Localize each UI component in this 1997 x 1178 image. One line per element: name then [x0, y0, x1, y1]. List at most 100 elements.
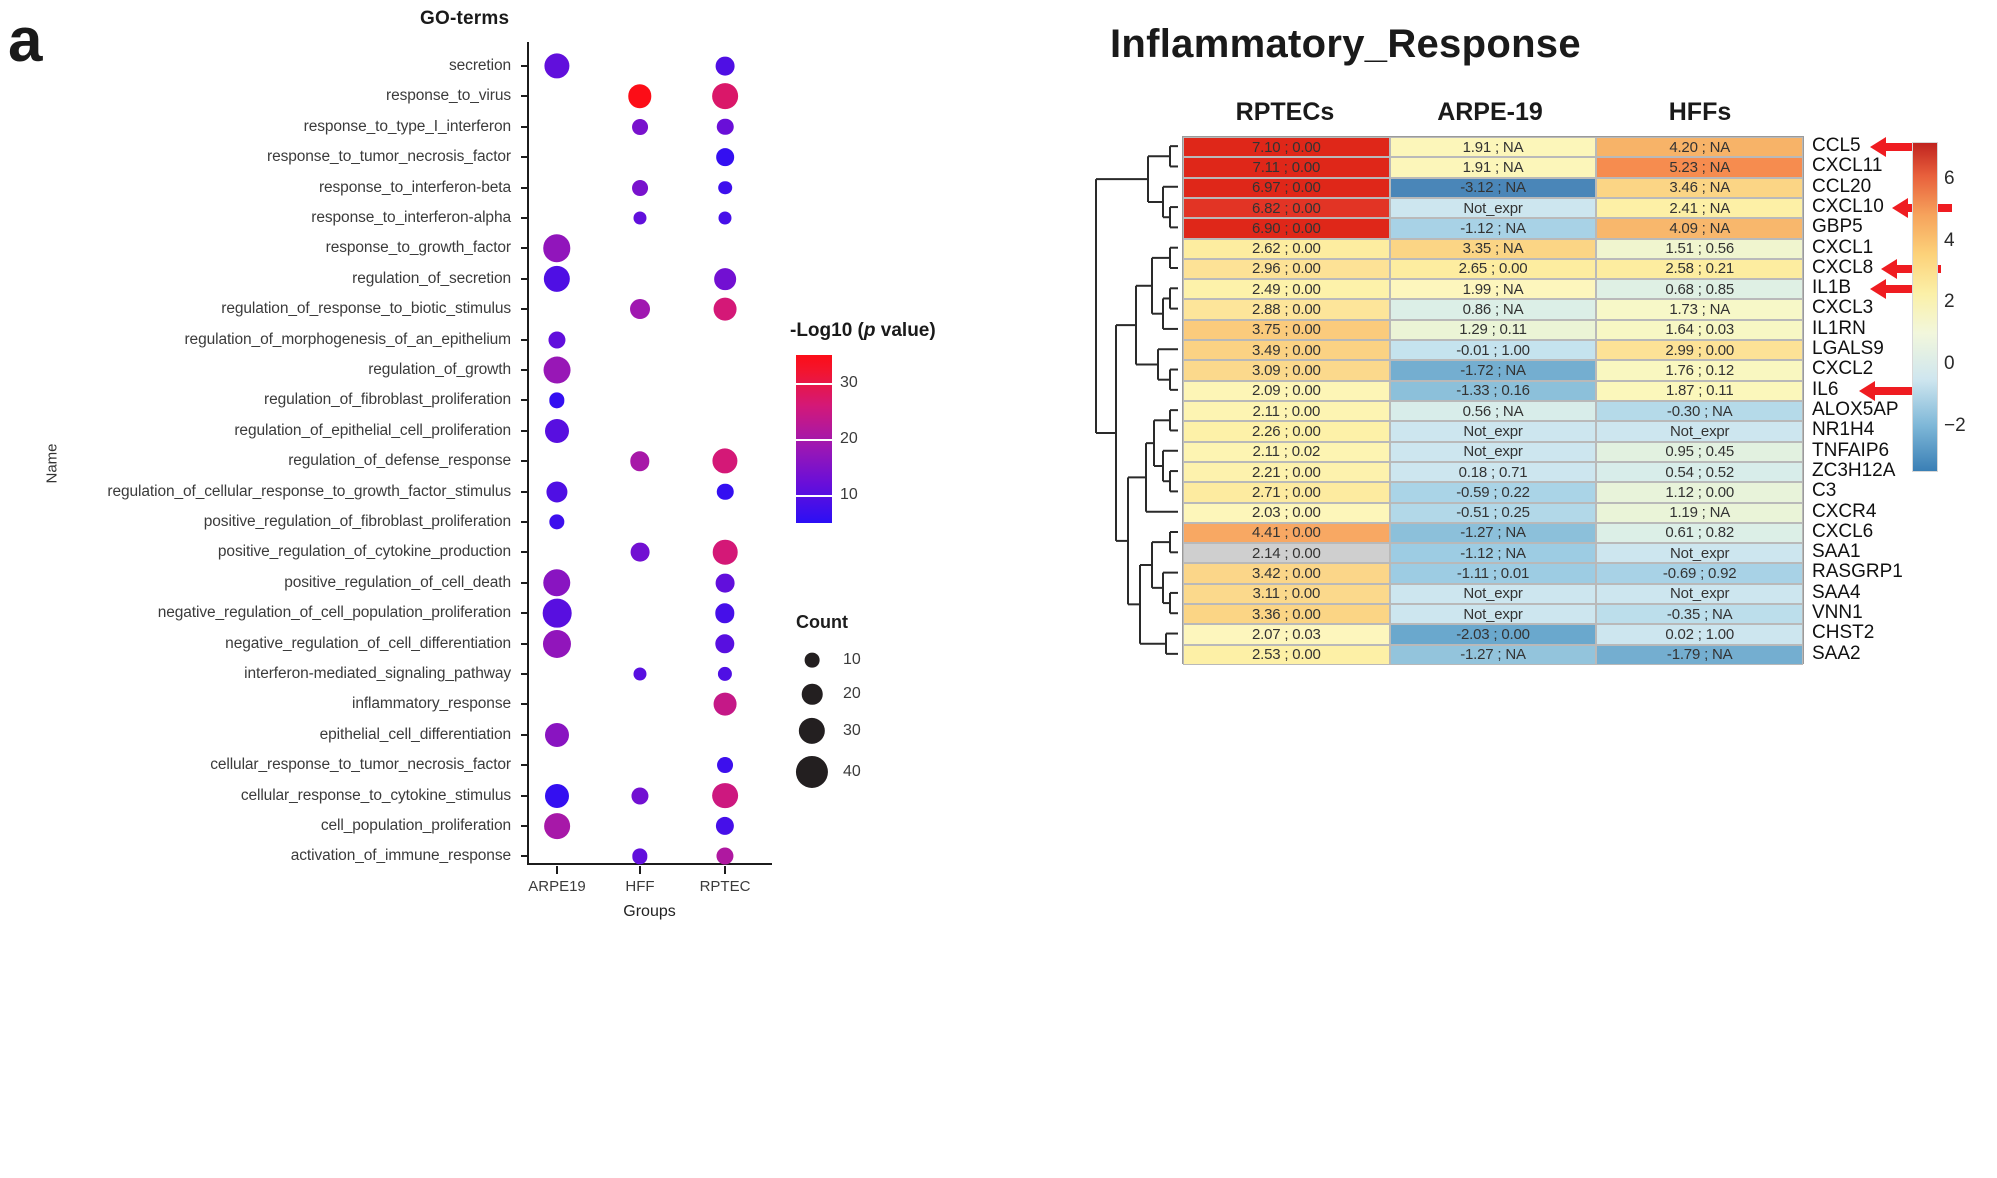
heatmap-cell: 1.73 ; NA: [1596, 299, 1804, 320]
heatmap-cell: 7.11 ; 0.00: [1183, 157, 1390, 178]
dot-point: [546, 481, 568, 503]
heatmap-colorbar-label: 6: [1944, 168, 1955, 189]
dot-point: [631, 787, 649, 805]
heatmap-cell: 3.36 ; 0.00: [1183, 604, 1390, 625]
gene-label: CXCL10: [1812, 195, 1884, 217]
gene-label: TNFAIP6: [1812, 439, 1890, 461]
y-axis-label: regulation_of_fibroblast_proliferation: [264, 391, 511, 409]
heatmap-cell: 2.99 ; 0.00: [1596, 340, 1804, 361]
count-legend-label: 20: [843, 685, 861, 702]
heatmap-cell: 5.23 ; NA: [1596, 157, 1804, 178]
heatmap-row: 2.53 ; 0.00-1.27 ; NA-1.79 ; NA: [1183, 644, 1804, 665]
gene-label: RASGRP1: [1812, 561, 1903, 583]
heatmap-cell: 0.18 ; 0.71: [1389, 461, 1597, 483]
heatmap-cell: Not_expr: [1596, 543, 1804, 564]
y-axis-label: regulation_of_defense_response: [288, 452, 511, 470]
heatmap-colorbar-label: 0: [1944, 353, 1955, 375]
y-axis-label: regulation_of_response_to_biotic_stimulu…: [221, 300, 511, 318]
heatmap-cell: 0.02 ; 1.00: [1596, 624, 1804, 645]
gene-label: IL6: [1812, 378, 1839, 400]
go-terms-title: GO-terms: [420, 8, 510, 29]
heatmap-cell: -0.69 ; 0.92: [1596, 563, 1804, 584]
y-axis-label: negative_regulation_of_cell_differentiat…: [225, 634, 511, 652]
heatmap-cell: 2.96 ; 0.00: [1183, 258, 1390, 280]
heatmap-cell: 2.09 ; 0.00: [1183, 380, 1390, 401]
dot-point: [716, 118, 734, 136]
heatmap-cell: Not_expr: [1596, 583, 1804, 605]
heatmap-cell: 6.90 ; 0.00: [1183, 218, 1390, 239]
dot-point: [543, 356, 571, 384]
x-axis-line: [527, 863, 772, 865]
heatmap-cell: Not_expr: [1596, 421, 1804, 442]
y-tick: [521, 65, 528, 67]
y-tick: [521, 642, 528, 645]
dot-plot-points: [0, 0, 1000, 930]
y-tick: [521, 825, 528, 827]
highlight-arrow-il6: [1859, 380, 1921, 401]
dot-point: [549, 392, 565, 409]
y-axis-label: response_to_virus: [386, 87, 511, 105]
dot-point: [713, 692, 737, 716]
heatmap-cell: 2.07 ; 0.03: [1183, 624, 1390, 645]
heatmap-cell: 2.03 ; 0.00: [1183, 502, 1390, 523]
heatmap-cell: 1.19 ; NA: [1596, 502, 1804, 523]
y-tick: [521, 855, 528, 858]
heatmap-cell: 6.82 ; 0.00: [1183, 197, 1390, 219]
y-tick: [521, 460, 528, 463]
dot-point: [715, 816, 735, 836]
y-axis-label: cellular_response_to_cytokine_stimulus: [240, 786, 511, 804]
dot-point: [630, 299, 650, 320]
heatmap-cell: 2.53 ; 0.00: [1183, 644, 1390, 665]
heatmap-colorbar-label: 2: [1944, 291, 1955, 313]
dot-point: [715, 603, 735, 623]
heatmap-cell: 3.09 ; 0.00: [1183, 360, 1390, 381]
dot-point: [630, 542, 650, 562]
heatmap-cell: 1.76 ; 0.12: [1596, 360, 1804, 381]
y-tick: [521, 125, 528, 128]
y-tick: [521, 308, 528, 311]
gene-label: IL1RN: [1812, 317, 1866, 339]
heatmap-cell: 3.75 ; 0.00: [1183, 319, 1390, 341]
y-tick: [521, 277, 528, 280]
dot-point: [712, 540, 738, 565]
heatmap-colorbar: [1912, 142, 1938, 472]
colorbar-tick: [796, 383, 832, 385]
panel-b-heatmap: b Inflammatory_Response RPTECsARPE-19HFF…: [1000, 0, 1997, 1178]
gene-label: ZC3H12A: [1812, 459, 1896, 481]
y-axis-label: response_to_tumor_necrosis_factor: [267, 148, 511, 166]
dot-point: [544, 813, 570, 839]
heatmap-cell: Not_expr: [1389, 583, 1597, 605]
heatmap-cell: Not_expr: [1389, 604, 1597, 625]
heatmap-cell: -0.30 ; NA: [1596, 401, 1804, 422]
heatmap-cell: -1.27 ; NA: [1389, 644, 1597, 665]
y-axis-label: response_to_interferon-alpha: [311, 209, 511, 226]
gene-label: CCL5: [1812, 135, 1861, 156]
y-axis-label: positive_regulation_of_fibroblast_prolif…: [203, 513, 511, 530]
gene-label: IL1B: [1812, 277, 1852, 299]
y-tick: [521, 95, 528, 98]
heatmap-cell: 2.14 ; 0.00: [1183, 543, 1390, 564]
dot-point: [715, 56, 735, 76]
dot-point: [628, 84, 652, 109]
y-axis-label: regulation_of_epithelial_cell_proliferat…: [234, 421, 511, 439]
heatmap-cell: -1.12 ; NA: [1389, 218, 1597, 239]
highlight-arrow-ccl5: [1870, 137, 1932, 157]
italic-p: p: [863, 320, 876, 341]
gene-label: LGALS9: [1812, 338, 1884, 360]
gene-label: C3: [1812, 480, 1837, 502]
y-axis-label: positive_regulation_of_cytokine_producti…: [217, 543, 511, 561]
colorbar-tick-label: 20: [840, 430, 858, 447]
highlight-arrow-il1b: [1870, 279, 1932, 300]
y-axis-label: response_to_interferon-beta: [318, 178, 511, 196]
dot-point: [632, 118, 648, 135]
colorbar-tick-label: 10: [840, 486, 858, 503]
heatmap-cell: -2.03 ; 0.00: [1389, 624, 1597, 645]
